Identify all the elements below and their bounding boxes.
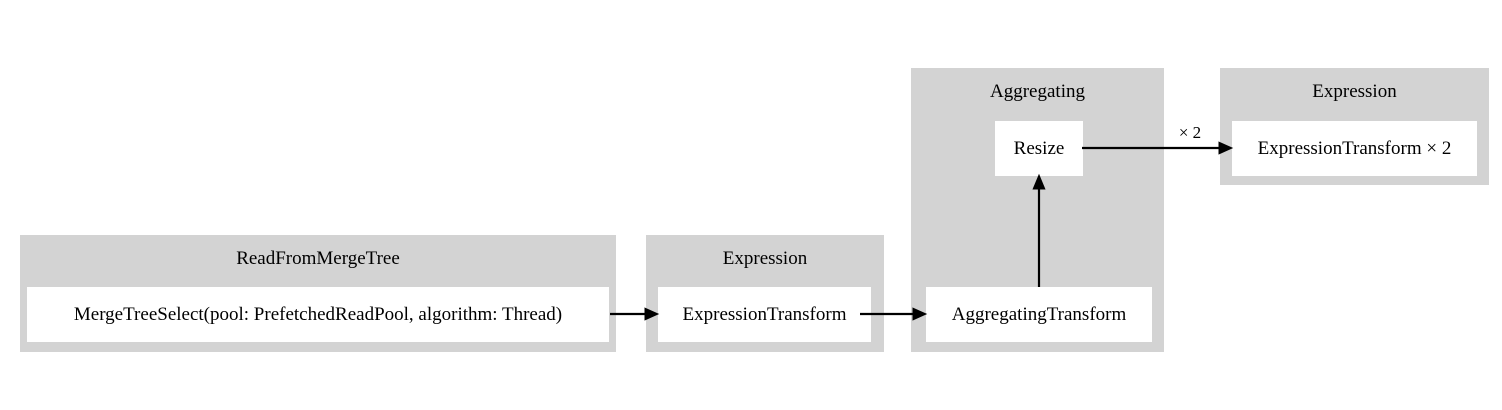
cluster-expression-1[interactable]: Expression ExpressionTransform bbox=[646, 235, 884, 352]
node-resize[interactable]: Resize bbox=[995, 121, 1083, 176]
cluster-read-from-merge-tree[interactable]: ReadFromMergeTree MergeTreeSelect(pool: … bbox=[20, 235, 616, 352]
node-aggregating-transform[interactable]: AggregatingTransform bbox=[926, 287, 1152, 342]
cluster-aggregating[interactable]: Aggregating Resize AggregatingTransform bbox=[911, 68, 1164, 352]
cluster-title-aggregating: Aggregating bbox=[990, 81, 1085, 102]
edge-label-resize-expressiontransform-x2: × 2 bbox=[1178, 123, 1202, 142]
cluster-expression-2[interactable]: Expression ExpressionTransform × 2 bbox=[1220, 68, 1489, 185]
node-merge-tree-select[interactable]: MergeTreeSelect(pool: PrefetchedReadPool… bbox=[27, 287, 609, 342]
cluster-title-read-from-merge-tree: ReadFromMergeTree bbox=[236, 248, 400, 269]
cluster-title-expression-1: Expression bbox=[722, 248, 808, 269]
node-expression-transform[interactable]: ExpressionTransform bbox=[658, 287, 871, 342]
cluster-title-expression-2: Expression bbox=[1312, 81, 1397, 102]
node-expression-transform-x2[interactable]: ExpressionTransform × 2 bbox=[1232, 121, 1477, 176]
